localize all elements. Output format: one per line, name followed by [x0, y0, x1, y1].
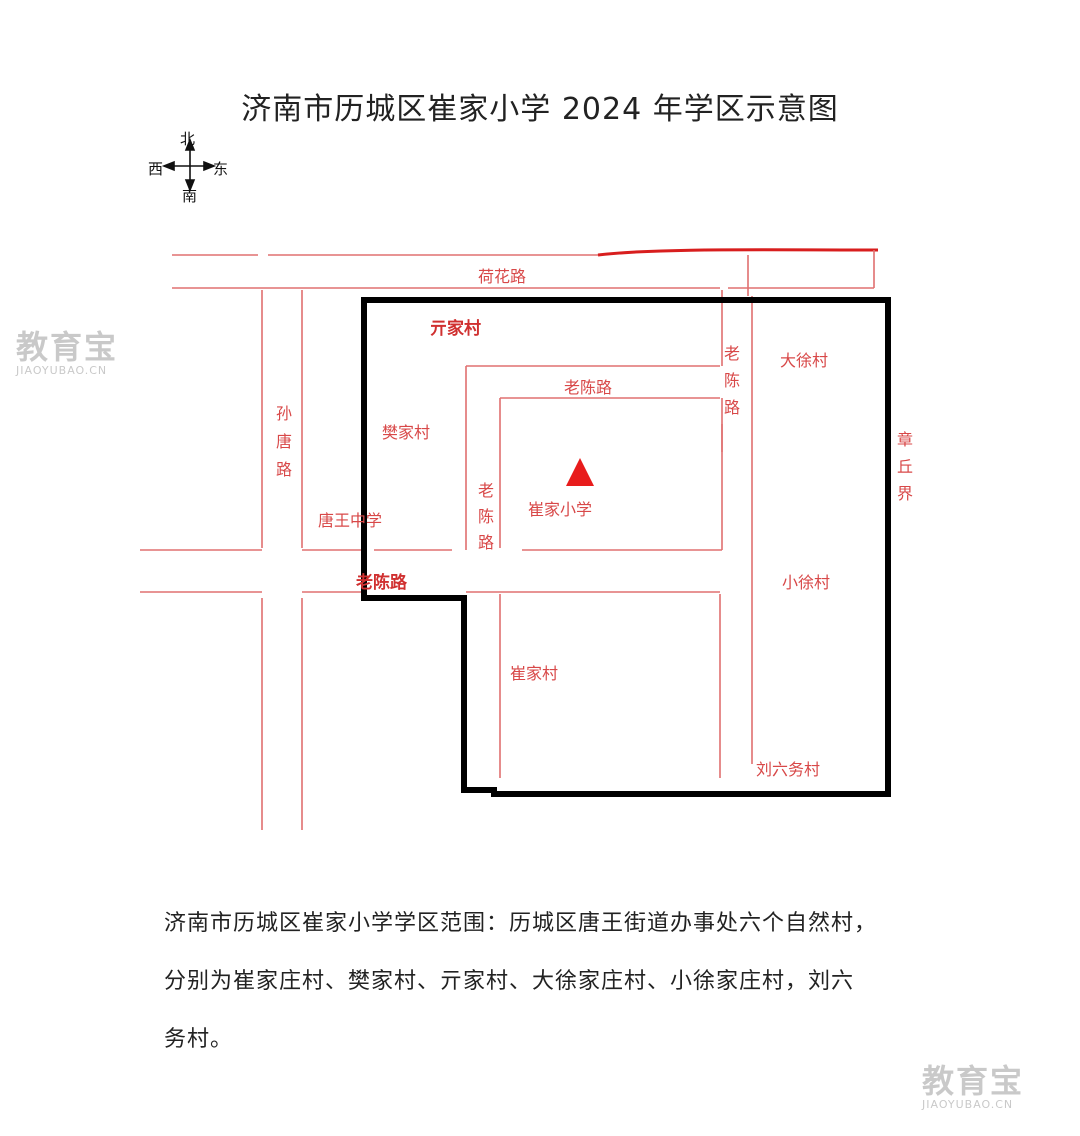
border-label-char: 丘 [896, 457, 913, 476]
road-label-laochen-bottom: 老陈路 [356, 573, 407, 593]
road-label-char: 老 [723, 344, 740, 363]
road-label-char: 路 [477, 533, 494, 552]
school-label: 崔家小学 [528, 500, 593, 519]
watermark: 教育宝 JIAOYUBAO.CN [16, 330, 118, 377]
road-lines [140, 248, 879, 830]
road-label-char: 陈 [723, 371, 740, 390]
border-label-char: 界 [896, 484, 913, 503]
watermark: 教育宝 JIAOYUBAO.CN [922, 1064, 1024, 1111]
border-label-char: 章 [896, 430, 913, 449]
border-label-zhangqiu: 章 丘 界 [895, 426, 915, 507]
road-label-char: 唐 [275, 432, 292, 451]
district-boundary [361, 297, 891, 797]
description-line: 务村。 [164, 1027, 234, 1052]
road-label-suntang: 孙 唐 路 [274, 400, 294, 484]
place-label-liuliuwu: 刘六务村 [756, 760, 821, 779]
watermark-domain: JIAOYUBAO.CN [922, 1098, 1014, 1111]
compass-east-label: 东 [213, 160, 229, 178]
road-label-char: 陈 [477, 507, 494, 526]
road-label-laochen-right: 老 陈 路 [722, 340, 742, 421]
road-label-hehua: 荷花路 [478, 267, 527, 286]
description-line: 济南市历城区崔家小学学区范围：历城区唐王街道办事处六个自然村， [164, 911, 878, 936]
road-label-char: 老 [477, 481, 494, 500]
compass-west-label: 西 [148, 160, 164, 178]
place-label-xiaoxu: 小徐村 [782, 573, 831, 592]
watermark-domain: JIAOYUBAO.CN [16, 364, 108, 377]
school-marker-icon [566, 458, 594, 486]
place-label-daxu: 大徐村 [780, 351, 829, 370]
compass-south-label: 南 [182, 187, 198, 205]
watermark-brand: 教育宝 [922, 1062, 1025, 1100]
road-label-char: 孙 [275, 404, 292, 423]
compass-icon [161, 137, 217, 193]
district-description: 济南市历城区崔家小学学区范围：历城区唐王街道办事处六个自然村， 分别为崔家庄村、… [164, 895, 964, 1069]
description-line: 分别为崔家庄村、樊家村、亓家村、大徐家庄村、小徐家庄村，刘六 [164, 969, 855, 994]
compass-north-label: 北 [180, 130, 196, 148]
page-title: 济南市历城区崔家小学 2024 年学区示意图 [241, 92, 839, 127]
road-label-char: 路 [275, 460, 292, 479]
place-label-qijia: 亓家村 [430, 319, 481, 339]
place-label-tangwang-middle-school: 唐王中学 [318, 511, 383, 530]
place-label-cuijia: 崔家村 [510, 664, 559, 683]
road-label-laochen-top: 老陈路 [564, 378, 613, 397]
place-label-fanjia: 樊家村 [382, 423, 431, 442]
road-label-char: 路 [723, 398, 740, 417]
watermark-brand: 教育宝 [16, 328, 119, 366]
road-label-laochen-inner: 老 陈 路 [476, 478, 496, 556]
